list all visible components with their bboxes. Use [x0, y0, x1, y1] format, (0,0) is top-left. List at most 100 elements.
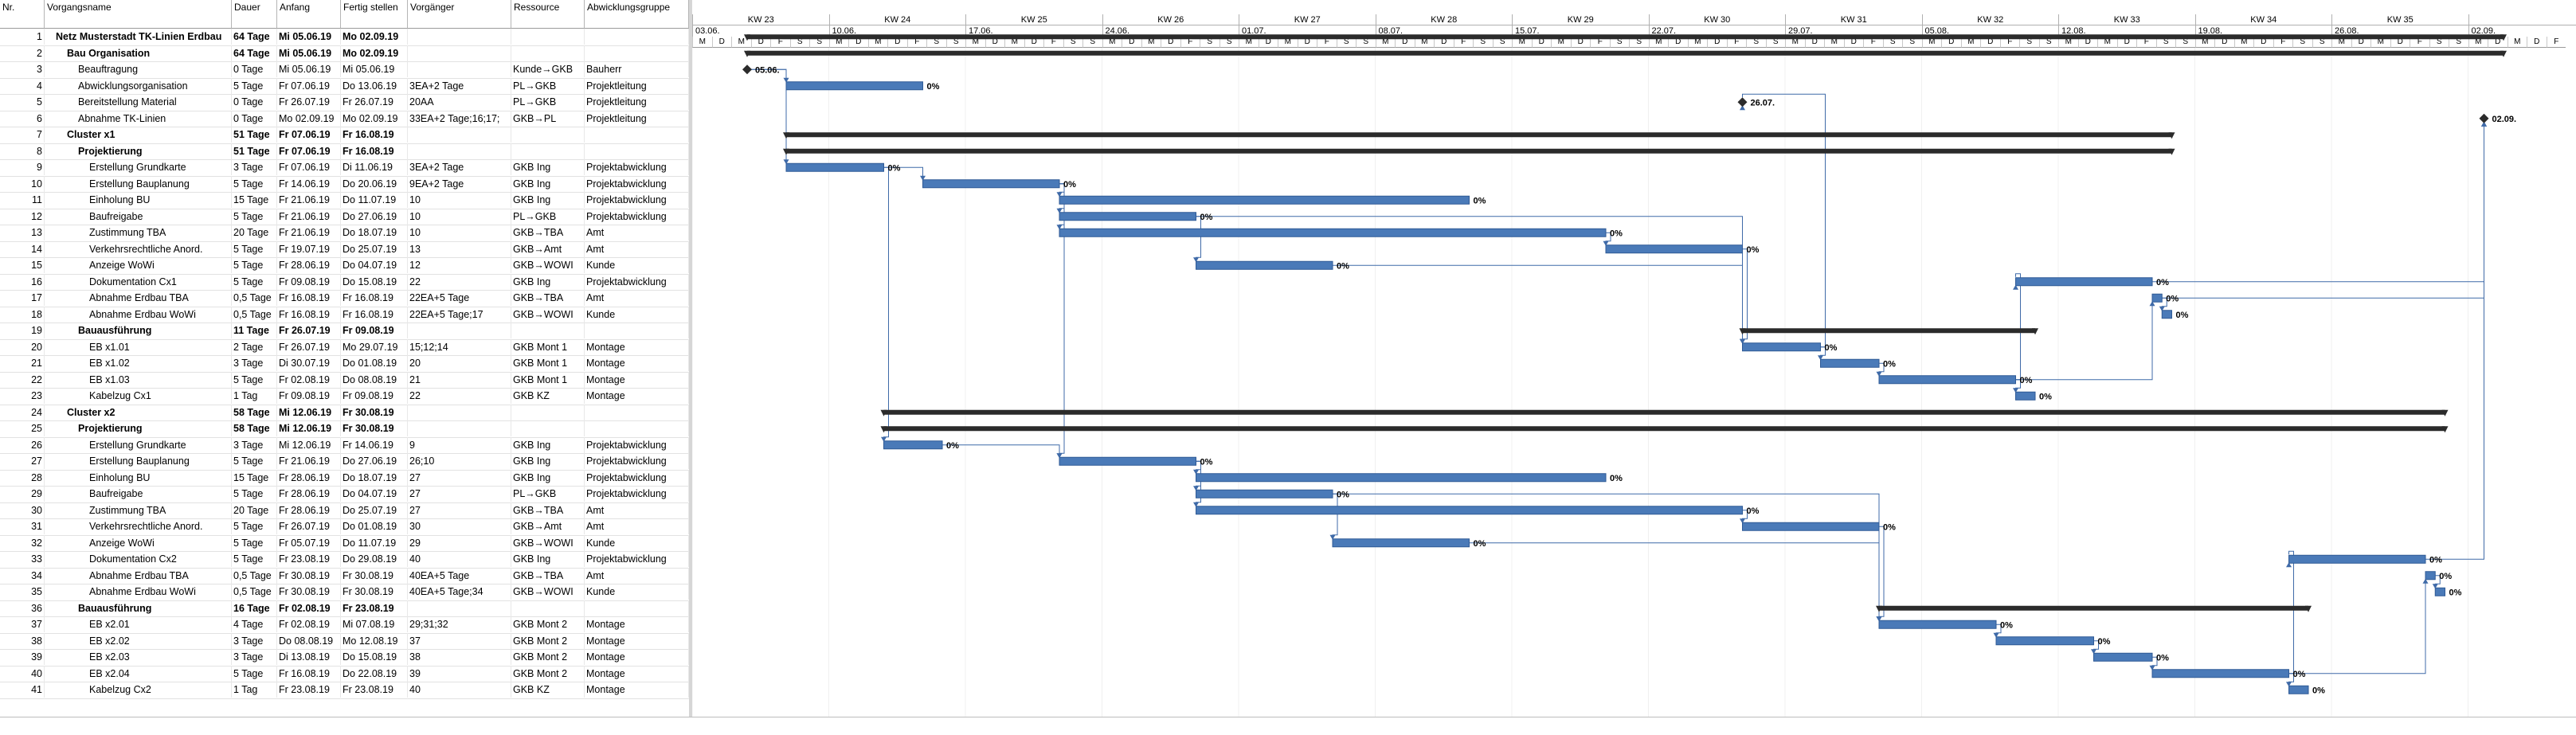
- task-bar[interactable]: [1059, 212, 1196, 221]
- task-name[interactable]: Abnahme Erdbau TBA: [45, 290, 232, 306]
- task-name[interactable]: Abnahme Erdbau WoWi: [45, 306, 232, 323]
- task-bar[interactable]: [2161, 310, 2172, 319]
- header-nr[interactable]: Nr.: [0, 0, 45, 29]
- task-name[interactable]: Projektierung: [45, 420, 232, 436]
- task-bar[interactable]: [922, 179, 1060, 189]
- task-bar[interactable]: [2151, 293, 2163, 303]
- task-name[interactable]: Kabelzug Cx2: [45, 682, 232, 698]
- task-name[interactable]: EB x2.02: [45, 632, 232, 649]
- task-name[interactable]: Erstellung Bauplanung: [45, 175, 232, 192]
- task-bar[interactable]: [1742, 342, 1821, 352]
- task-bar[interactable]: [2015, 391, 2036, 401]
- task-name[interactable]: Kabelzug Cx1: [45, 388, 232, 404]
- task-bar[interactable]: [1742, 522, 1880, 531]
- task-name[interactable]: Verkehrsrechtliche Anord.: [45, 240, 232, 257]
- task-name[interactable]: Projektierung: [45, 143, 232, 159]
- task-name[interactable]: Netz Musterstadt TK-Linien Erdbau: [45, 29, 232, 45]
- header-predecessors[interactable]: Vorgänger: [408, 0, 511, 29]
- task-name[interactable]: Dokumentation Cx2: [45, 551, 232, 567]
- task-name[interactable]: Beauftragung: [45, 61, 232, 77]
- milestone[interactable]: [2479, 113, 2489, 123]
- header-resource[interactable]: Ressource: [511, 0, 585, 29]
- task-bar[interactable]: [1878, 375, 2016, 385]
- task-name[interactable]: Zustimmung TBA: [45, 225, 232, 240]
- task-name[interactable]: Erstellung Grundkarte: [45, 159, 232, 175]
- task-bar[interactable]: [2151, 669, 2289, 678]
- task-name[interactable]: EB x2.03: [45, 649, 232, 665]
- task-bar[interactable]: [785, 81, 923, 91]
- task-bar[interactable]: [1196, 506, 1743, 515]
- task-name[interactable]: Baufreigabe: [45, 208, 232, 225]
- header-start[interactable]: Anfang: [277, 0, 341, 29]
- summary-bar[interactable]: [786, 148, 2172, 154]
- task-bar[interactable]: [1878, 620, 1997, 629]
- task-bar[interactable]: [1059, 228, 1607, 237]
- task-name[interactable]: Erstellung Bauplanung: [45, 453, 232, 469]
- summary-bar[interactable]: [883, 426, 2445, 432]
- task-bar[interactable]: [1332, 538, 1470, 548]
- task-name[interactable]: Abnahme Erdbau TBA: [45, 567, 232, 584]
- task-name[interactable]: Erstellung Grundkarte: [45, 436, 232, 453]
- task-bar[interactable]: [2288, 685, 2309, 694]
- pane-divider[interactable]: [689, 0, 692, 717]
- header-group[interactable]: Abwicklungsgruppe: [585, 0, 689, 29]
- header-duration[interactable]: Dauer: [232, 0, 277, 29]
- summary-bar[interactable]: [786, 132, 2172, 138]
- task-bar[interactable]: [2093, 652, 2153, 662]
- task-bar[interactable]: [1995, 636, 2094, 646]
- task-name[interactable]: Anzeige WoWi: [45, 534, 232, 551]
- milestone[interactable]: [742, 65, 752, 75]
- header-name[interactable]: Vorgangsname: [45, 0, 232, 29]
- task-name[interactable]: Cluster x1: [45, 127, 232, 143]
- task-name[interactable]: Einholung BU: [45, 469, 232, 486]
- task-name[interactable]: Dokumentation Cx1: [45, 273, 232, 290]
- task-bar[interactable]: [1196, 489, 1333, 498]
- summary-bar[interactable]: [747, 34, 2504, 40]
- summary-bar[interactable]: [747, 50, 2504, 56]
- task-name[interactable]: EB x2.04: [45, 665, 232, 682]
- summary-bar[interactable]: [1879, 605, 2308, 611]
- task-bar[interactable]: [2288, 554, 2426, 564]
- task-bar[interactable]: [883, 440, 943, 450]
- task-name[interactable]: Abwicklungsorganisation: [45, 77, 232, 94]
- task-name[interactable]: EB x2.01: [45, 616, 232, 632]
- task-bar[interactable]: [1059, 456, 1196, 466]
- task-bar[interactable]: [1820, 358, 1880, 368]
- task-name[interactable]: Verkehrsrechtliche Anord.: [45, 518, 232, 534]
- task-name[interactable]: Bau Organisation: [45, 45, 232, 61]
- task-bar[interactable]: [2434, 587, 2445, 596]
- summary-bar[interactable]: [883, 409, 2445, 415]
- task-bar[interactable]: [2015, 277, 2153, 287]
